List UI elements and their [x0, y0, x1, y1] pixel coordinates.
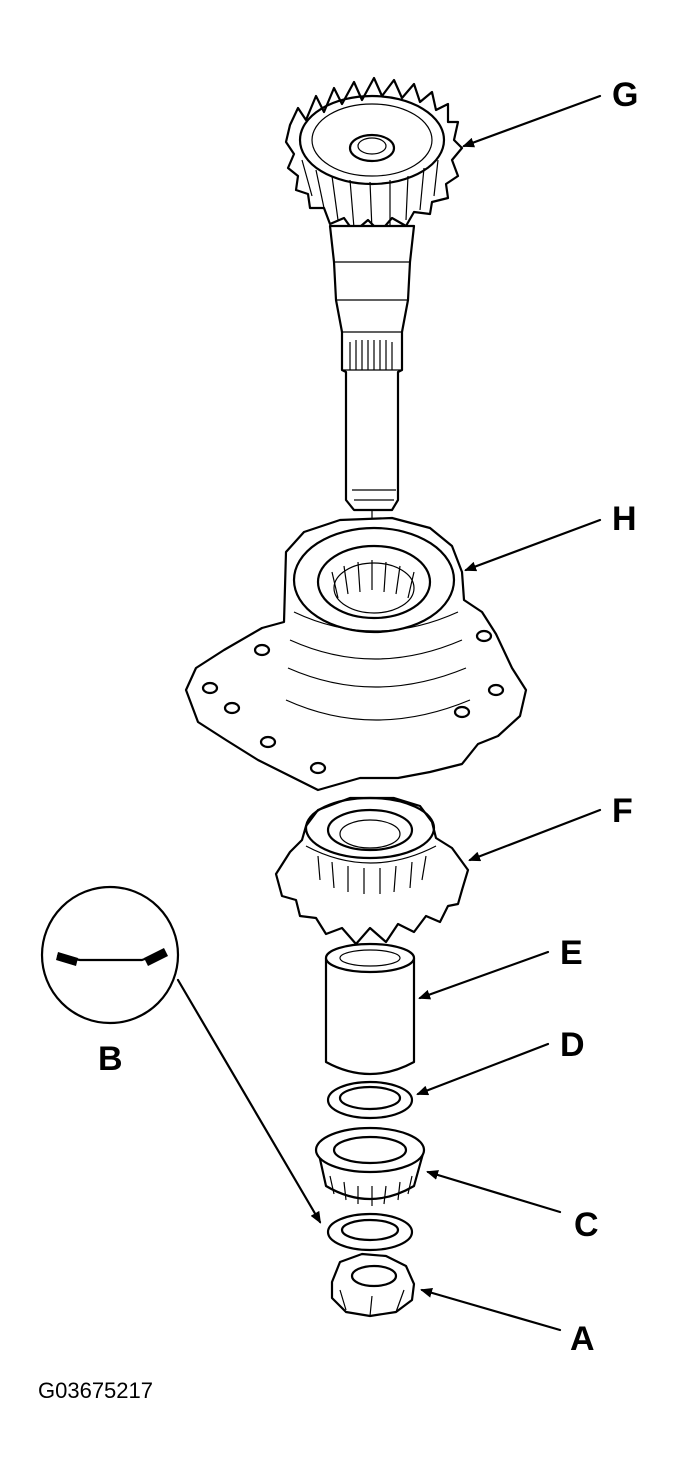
callout-a: A	[570, 1320, 595, 1358]
part-h-housing	[184, 516, 528, 792]
detail-b-circle	[40, 885, 180, 1025]
arrow-h	[464, 518, 602, 572]
arrow-e	[418, 950, 550, 1000]
arrow-b	[176, 978, 322, 1224]
output-shaft	[328, 224, 416, 530]
figure-id: G03675217	[38, 1378, 153, 1403]
leader-arrows	[176, 94, 602, 1332]
arrow-a	[420, 1287, 562, 1332]
callout-b: B	[98, 1040, 123, 1078]
callout-d: D	[560, 1026, 585, 1064]
arrow-c	[426, 1170, 562, 1214]
part-f-bevel-gear	[274, 796, 470, 946]
callout-f: F	[612, 792, 633, 830]
callout-c: C	[574, 1206, 599, 1244]
part-g-gear-shaft	[284, 76, 464, 530]
arrow-f	[468, 808, 602, 862]
part-a-nut	[330, 1252, 416, 1318]
helical-gear	[284, 76, 464, 234]
callout-g: G	[612, 76, 638, 114]
callout-h: H	[612, 500, 637, 538]
part-e-spacer-sleeve	[324, 942, 416, 1076]
part-d-washer	[326, 1080, 414, 1120]
callout-e: E	[560, 934, 583, 972]
arrow-g	[462, 94, 602, 148]
part-b-belleville-washer	[326, 1212, 414, 1252]
arrow-d	[416, 1042, 550, 1096]
part-c-tapered-bearing	[314, 1126, 426, 1206]
